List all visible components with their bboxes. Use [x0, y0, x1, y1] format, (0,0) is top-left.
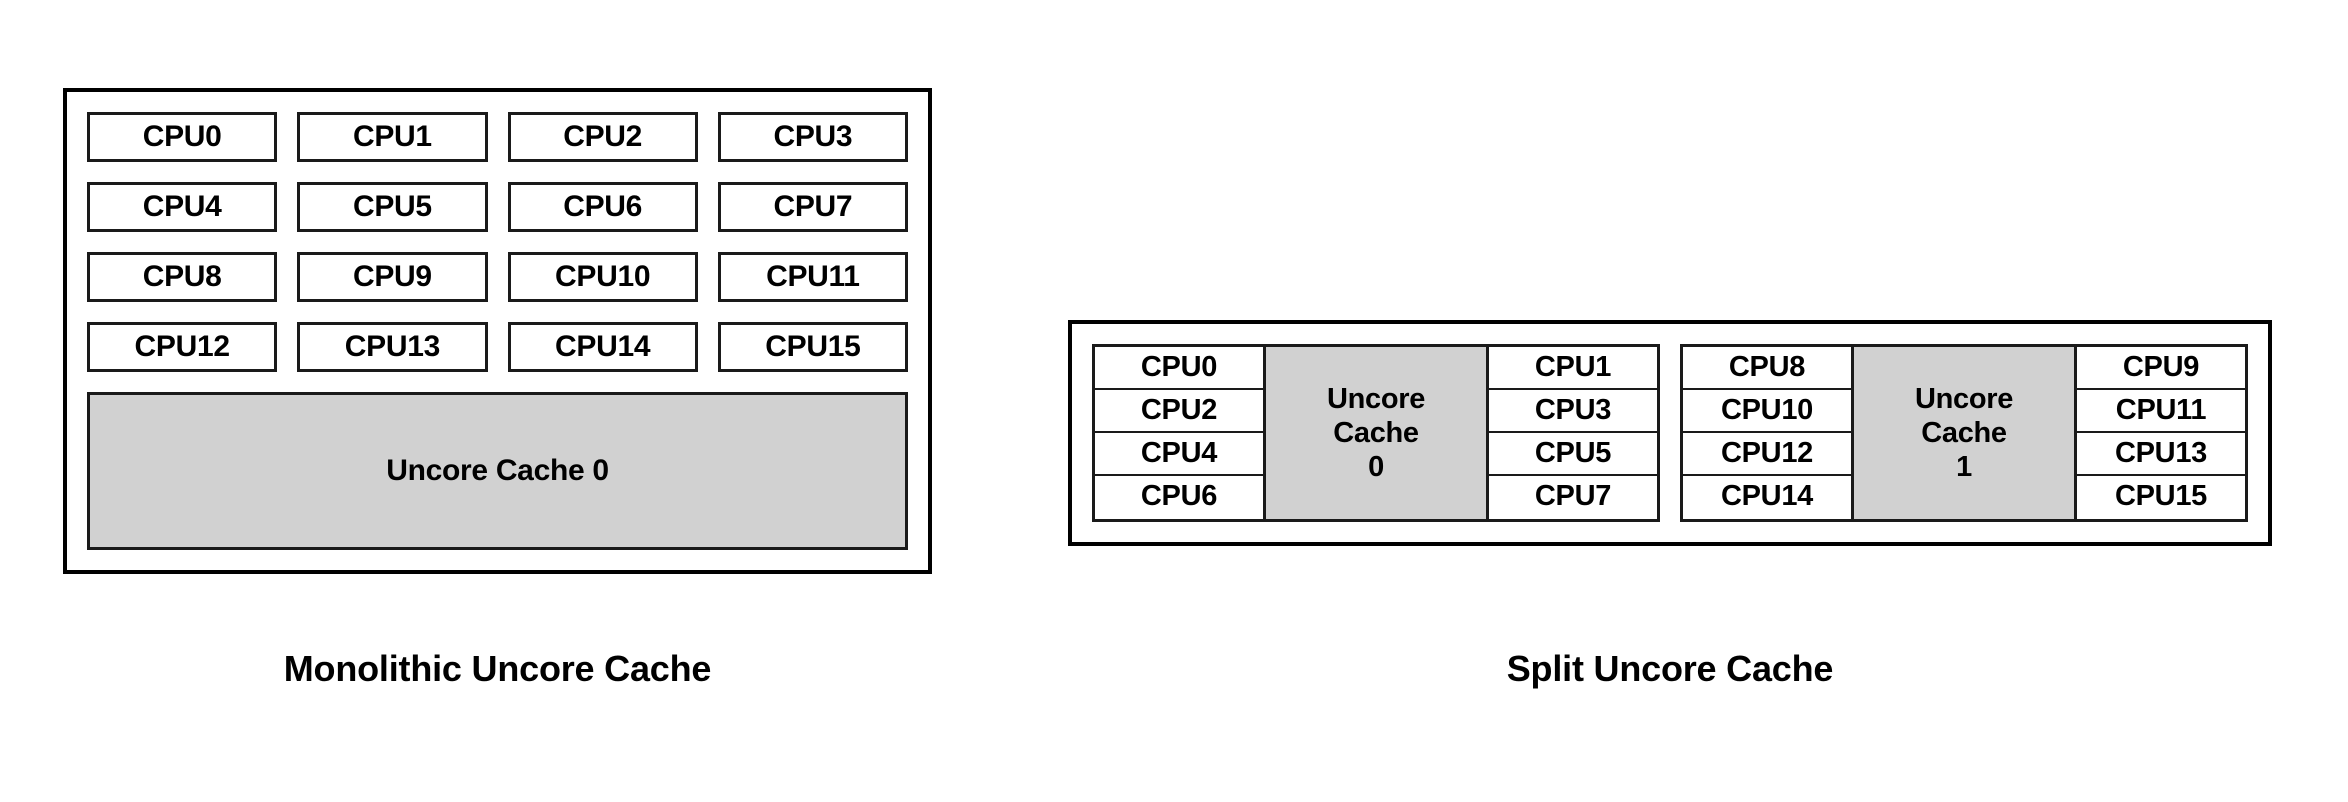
cpu-box: CPU4	[87, 182, 278, 232]
cpu-cell: CPU13	[2077, 433, 2245, 476]
cluster-1-left-column: CPU8 CPU10 CPU12 CPU14	[1683, 347, 1854, 519]
cpu-box: CPU6	[507, 182, 698, 232]
cpu-box: CPU3	[717, 112, 908, 162]
cpu-box: CPU2	[507, 112, 698, 162]
cpu-box: CPU15	[717, 322, 908, 372]
cpu-box: CPU1	[297, 112, 488, 162]
cpu-box: CPU14	[507, 322, 698, 372]
uncore-cache-block-0: Uncore Cache 0	[1266, 347, 1486, 519]
cluster-row: CPU0 CPU2 CPU4 CPU6 Uncore Cache 0 CPU1 …	[1092, 344, 2248, 522]
cpu-cell: CPU4	[1095, 433, 1263, 476]
figure-split-uncore-cache: CPU0 CPU2 CPU4 CPU6 Uncore Cache 0 CPU1 …	[1068, 320, 2272, 546]
uncore-label-line-1: Uncore	[1326, 382, 1426, 415]
uncore-cache-block: Uncore Cache 0	[87, 392, 908, 550]
uncore-label-line-2: Cache	[1333, 416, 1419, 449]
cpu-cell: CPU7	[1489, 476, 1657, 519]
cpu-cell: CPU2	[1095, 390, 1263, 433]
cpu-cluster-1: CPU8 CPU10 CPU12 CPU14 Uncore Cache 1 CP…	[1680, 344, 2248, 522]
chip-frame-split: CPU0 CPU2 CPU4 CPU6 Uncore Cache 0 CPU1 …	[1068, 320, 2272, 546]
cpu-cell: CPU14	[1683, 476, 1851, 519]
figure-caption-monolithic: Monolithic Uncore Cache	[283, 648, 712, 689]
figure-monolithic-uncore-cache: CPU0 CPU1 CPU2 CPU3 CPU4 CPU5 CPU6 CPU7 …	[63, 88, 932, 574]
cpu-cluster-0: CPU0 CPU2 CPU4 CPU6 Uncore Cache 0 CPU1 …	[1092, 344, 1660, 522]
cpu-cell: CPU10	[1683, 390, 1851, 433]
uncore-label-line-2: Cache	[1921, 416, 2007, 449]
cluster-1-right-column: CPU9 CPU11 CPU13 CPU15	[2074, 347, 2245, 519]
cpu-box: CPU10	[507, 252, 698, 302]
cpu-box: CPU13	[297, 322, 488, 372]
cpu-cell: CPU0	[1095, 347, 1263, 390]
cpu-cell: CPU11	[2077, 390, 2245, 433]
cpu-cell: CPU1	[1489, 347, 1657, 390]
cpu-box: CPU11	[717, 252, 908, 302]
cluster-0-left-column: CPU0 CPU2 CPU4 CPU6	[1095, 347, 1266, 519]
uncore-cache-block-1: Uncore Cache 1	[1854, 347, 2074, 519]
cpu-box: CPU7	[717, 182, 908, 232]
cpu-box: CPU0	[87, 112, 278, 162]
figure-caption-split: Split Uncore Cache	[1506, 648, 1834, 689]
chip-frame-monolithic: CPU0 CPU1 CPU2 CPU3 CPU4 CPU5 CPU6 CPU7 …	[63, 88, 932, 574]
cpu-cell: CPU6	[1095, 476, 1263, 519]
cpu-cell: CPU9	[2077, 347, 2245, 390]
cpu-cell: CPU15	[2077, 476, 2245, 519]
cpu-cell: CPU3	[1489, 390, 1657, 433]
cpu-box: CPU12	[87, 322, 278, 372]
cluster-0-right-column: CPU1 CPU3 CPU5 CPU7	[1486, 347, 1657, 519]
cpu-box: CPU8	[87, 252, 278, 302]
uncore-label-line-3: 0	[1368, 451, 1384, 484]
uncore-label-line-1: Uncore	[1914, 382, 2014, 415]
uncore-label-line-3: 1	[1956, 451, 1972, 484]
cpu-box: CPU5	[297, 182, 488, 232]
cpu-box: CPU9	[297, 252, 488, 302]
cpu-grid-monolithic: CPU0 CPU1 CPU2 CPU3 CPU4 CPU5 CPU6 CPU7 …	[87, 112, 908, 372]
cpu-cell: CPU5	[1489, 433, 1657, 476]
cpu-cell: CPU8	[1683, 347, 1851, 390]
cpu-cell: CPU12	[1683, 433, 1851, 476]
